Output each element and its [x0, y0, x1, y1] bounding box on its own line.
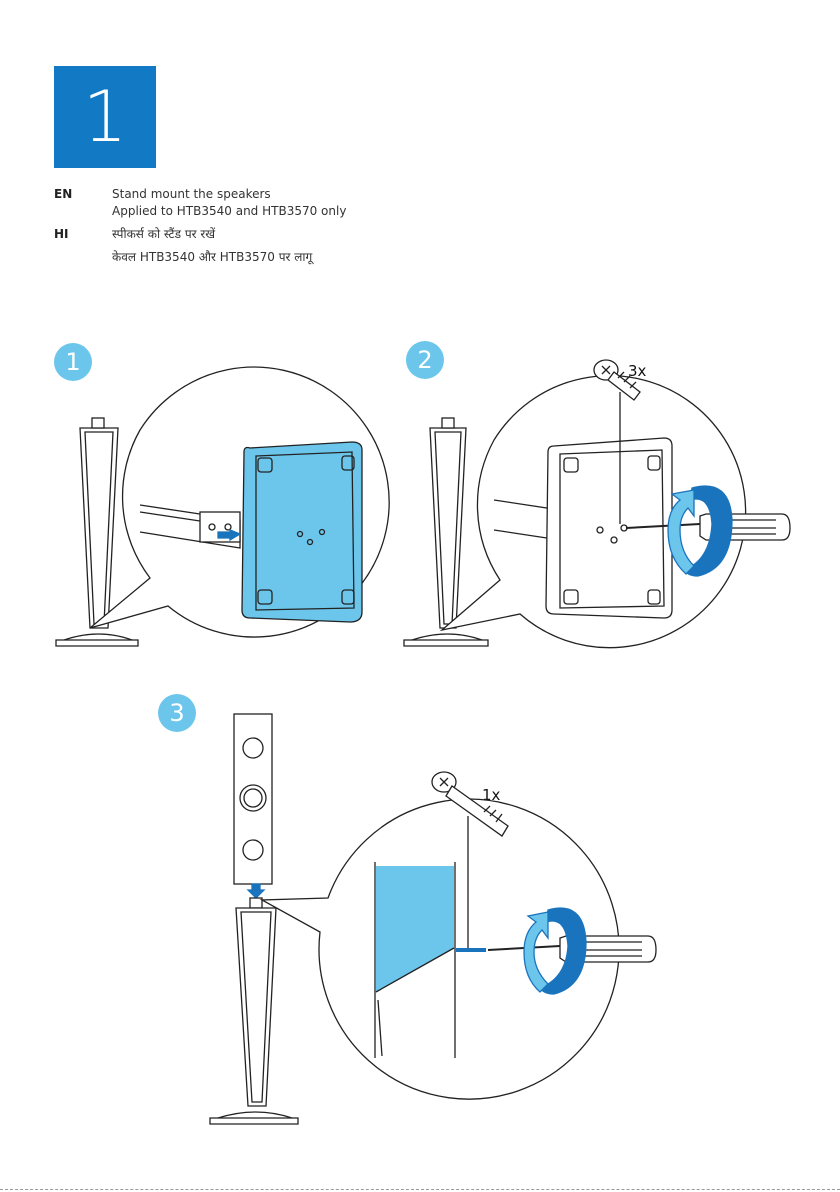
base-plate-outline	[546, 438, 672, 618]
drop-arrow	[248, 884, 264, 898]
page-bottom-rule	[0, 1189, 840, 1190]
speaker-stand-illustration-3	[210, 898, 298, 1124]
base-plate-blue	[242, 442, 362, 622]
speaker-illustration	[234, 714, 272, 884]
